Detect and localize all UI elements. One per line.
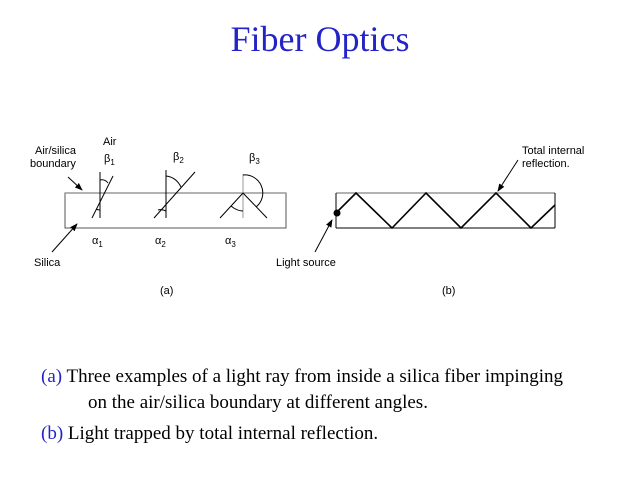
ray-2 [153,171,196,219]
beta-3: β3 [249,152,260,166]
panel-a: Air Air/silica boundary Silica β1 β2 β3 … [30,136,287,297]
caption-a-cont: on the air/silica boundary at different … [88,392,428,413]
tir-label-2: reflection. [522,158,570,170]
beta3-arc [242,174,264,208]
slide-title: Fiber Optics [230,19,410,59]
alpha-3: α3 [225,235,236,249]
fiber-a [64,192,287,229]
zigzag-ray [335,191,556,230]
beta1-arc [99,179,109,184]
alpha-1: α1 [92,235,103,249]
panel-b: Total internal reflection. Light source … [276,145,584,297]
beta-1: β1 [104,153,115,167]
ray-3-in [219,192,244,219]
caption-a: (a) Three examples of a light ray from i… [41,366,563,387]
alpha2-arc [157,209,167,212]
alpha3-arc [230,205,244,212]
alpha1-arc [95,208,101,211]
boundary-label-1: Air/silica [35,145,77,157]
caption-b: (b) Light trapped by total internal refl… [41,423,379,444]
boundary-label-2: boundary [30,158,76,170]
light-source-label: Light source [276,257,336,269]
ray-3-out [242,192,268,219]
air-label: Air [103,136,117,148]
silica-label: Silica [34,257,61,269]
beta-2: β2 [173,151,184,165]
alpha-2: α2 [155,235,166,249]
panel-a-label: (a) [160,285,173,297]
beta2-arc [165,175,182,188]
tir-label-1: Total internal [522,145,584,157]
light-source-dot [333,209,341,217]
ray-1 [91,175,114,219]
panel-b-label: (b) [442,285,455,297]
